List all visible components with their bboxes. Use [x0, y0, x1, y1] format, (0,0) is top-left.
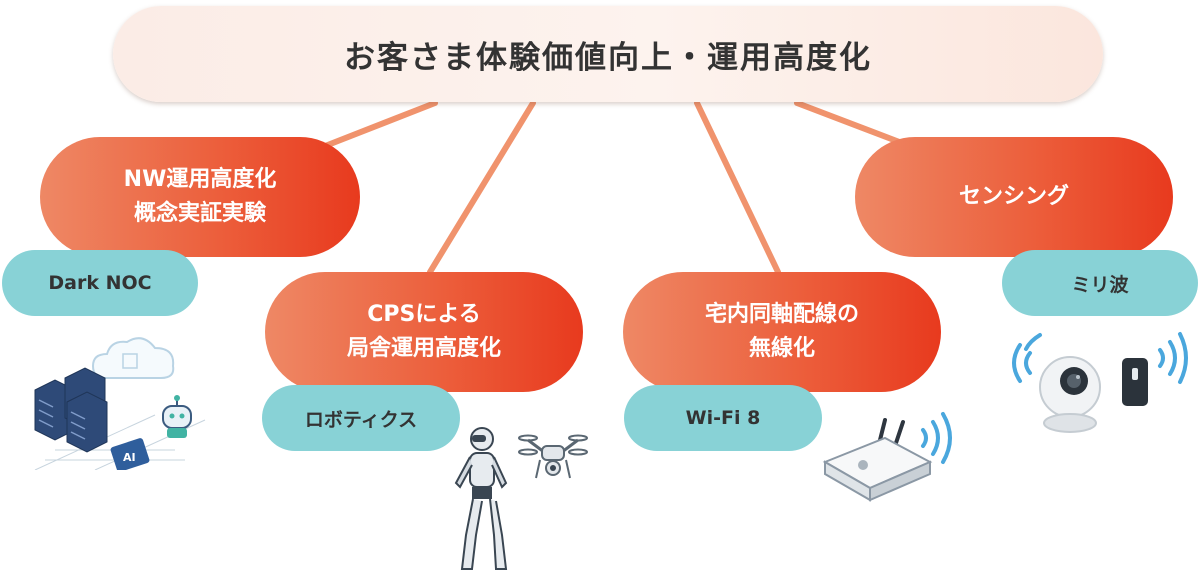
tag-mmwave: ミリ波	[1002, 250, 1198, 316]
top-goal-title: お客さま体験価値向上・運用高度化	[344, 39, 872, 76]
branch-sensing: センシング	[855, 137, 1173, 257]
connector-4	[794, 100, 905, 146]
tag-wifi8: Wi-Fi 8	[624, 385, 822, 451]
top-goal-pill: お客さま体験価値向上・運用高度化	[113, 6, 1103, 102]
branch-coax-line-1: 宅内同軸配線の	[704, 302, 859, 327]
branch-cps: CPSによる 局舎運用高度化	[265, 272, 583, 392]
tag-robotics: ロボティクス	[262, 385, 460, 451]
branch-cps-line-2: 局舎運用高度化	[346, 336, 501, 361]
branch-coax-wireless: 宅内同軸配線の 無線化	[623, 272, 941, 392]
wifi-router-icon	[822, 412, 952, 502]
humanoid-robot-icon	[454, 427, 508, 570]
branch-cps-line-1: CPSによる	[367, 302, 481, 327]
branch-nw-line-1: NW運用高度化	[123, 167, 277, 192]
tag-wifi8-label: Wi-Fi 8	[685, 407, 761, 429]
motion-sensor-icon	[1122, 332, 1188, 406]
tag-dark-noc-label: Dark NOC	[48, 272, 152, 294]
drone-icon	[518, 434, 588, 479]
branch-nw-operations: NW運用高度化 概念実証実験	[40, 137, 360, 257]
branch-nw-line-2: 概念実証実験	[133, 201, 266, 226]
tag-mmwave-label: ミリ波	[1071, 273, 1129, 296]
ai-chip-text: AI	[123, 451, 136, 464]
branch-sensing-line-1: センシング	[958, 184, 1069, 209]
cloud-server-ai-icon: AI	[34, 337, 206, 470]
connector-2	[427, 100, 536, 275]
branch-coax-line-2: 無線化	[748, 336, 815, 361]
tag-dark-noc: Dark NOC	[2, 250, 198, 316]
tag-robotics-label: ロボティクス	[304, 408, 418, 431]
connector-1	[317, 100, 438, 151]
connector-3	[694, 100, 781, 275]
security-camera-icon	[1012, 333, 1101, 433]
